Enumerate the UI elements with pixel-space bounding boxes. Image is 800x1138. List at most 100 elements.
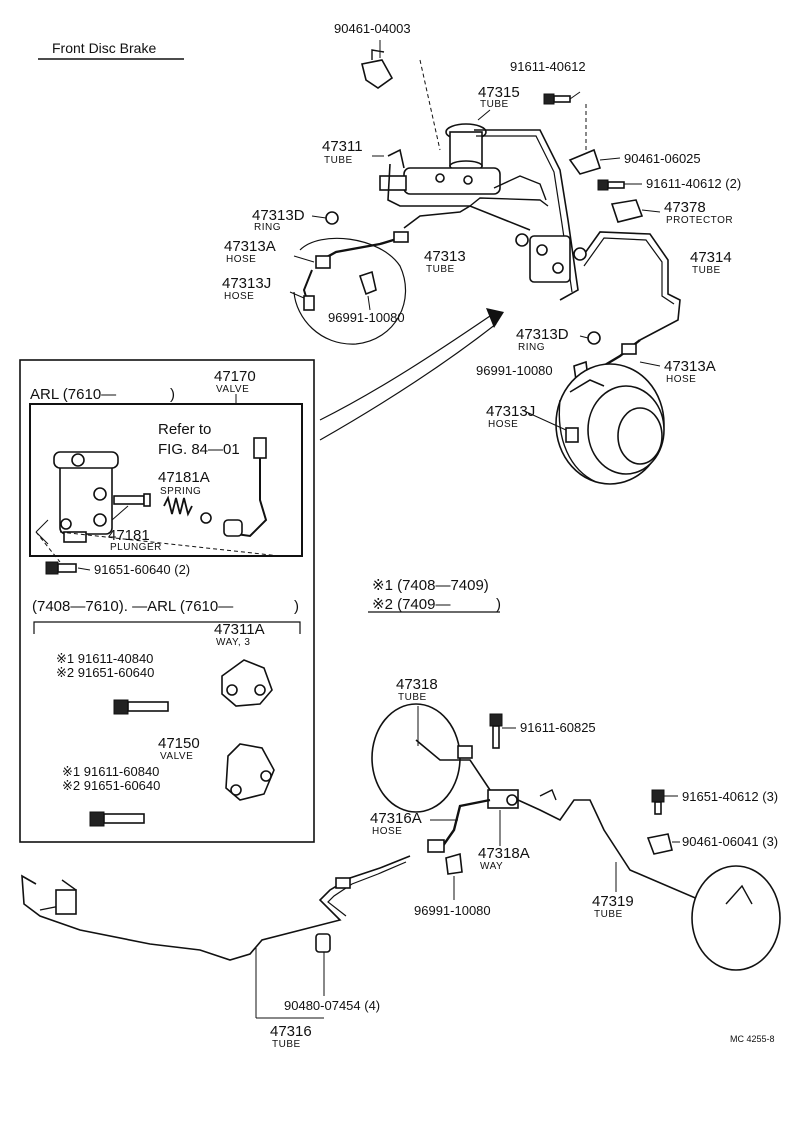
valve-47170 (53, 451, 119, 543)
sublabel-47316: TUBE (272, 1039, 301, 1050)
catalog-code: MC 4255-8 (730, 1034, 775, 1044)
arl-inner-frame (29, 403, 303, 557)
bolt-91611-40612 (543, 93, 571, 105)
label-96991-10080-rear: 96991-10080 (414, 903, 491, 918)
label-91611-40612-2: 91611-40612 (2) (646, 176, 741, 191)
sublabel-47313D-upper: RING (254, 222, 281, 233)
sublabel-47316A: HOSE (372, 826, 402, 837)
sublabel-47319: TUBE (594, 909, 623, 920)
label-91651-60640-2: 91651-60640 (2) (94, 562, 190, 577)
sublabel-47150: VALVE (160, 751, 193, 762)
sublabel-47313D-right: RING (518, 342, 545, 353)
sublabel-47378: PROTECTOR (666, 215, 733, 226)
way-47318A (487, 789, 519, 809)
arl-outer-frame (19, 359, 315, 843)
label-47316: 47316 (270, 1023, 312, 1040)
label-47319: 47319 (592, 893, 634, 910)
label-91651-40612-3: 91651-40612 (3) (682, 789, 778, 804)
label-47313J-left: 47313J (222, 275, 271, 292)
label-47316A: 47316A (370, 810, 422, 827)
label-arl-close: ) (170, 386, 175, 403)
clip-90461-06041 (646, 833, 673, 855)
hose-47313J-left (302, 269, 315, 311)
label-90480-07454-4: 90480-07454 (4) (284, 998, 380, 1013)
hose-47313A-left (315, 231, 409, 269)
label-96991-10080-left: 96991-10080 (328, 310, 405, 325)
range-bracket (33, 621, 301, 634)
rear-right-drum (691, 865, 781, 971)
label-m2-91651-60640: ※2 91651-60640 (56, 665, 154, 680)
label-47314: 47314 (690, 249, 732, 266)
clip-96991-10080-rear (445, 852, 463, 875)
label-47378: 47378 (664, 199, 706, 216)
proportioning-valve-upper (515, 233, 587, 283)
label-47181A: 47181A (158, 469, 210, 486)
label-47318: 47318 (396, 676, 438, 693)
sublabel-47181A: SPRING (160, 486, 201, 497)
label-90461-04003: 90461-04003 (334, 21, 411, 36)
way-47311A (221, 659, 273, 707)
label-47311: 47311 (322, 138, 363, 155)
label-m1-91611-40840: ※1 91611-40840 (56, 651, 153, 666)
label-47181: 47181 (108, 527, 150, 544)
right-disc-rotor (555, 363, 665, 485)
label-47313D-upper: 47313D (252, 207, 305, 224)
sublabel-47315: TUBE (480, 99, 509, 110)
label-arl: ARL (7610— (30, 386, 116, 403)
protector-47378 (610, 199, 644, 223)
clip-96991-10080-left (358, 270, 377, 296)
bolt-91611-40840 (113, 699, 169, 715)
plunger-47181 (113, 493, 151, 507)
label-refer-to: Refer to (158, 421, 211, 438)
label-47313: 47313 (424, 248, 466, 265)
sublabel-47311: TUBE (324, 155, 353, 166)
label-91611-40612: 91611-40612 (510, 59, 586, 74)
bolt-91611-60840 (89, 811, 145, 827)
bolt-91611-40612-x2 (597, 179, 625, 191)
washer (200, 512, 212, 524)
label-47313J-right: 47313J (486, 403, 535, 420)
sublabel-47313: TUBE (426, 264, 455, 275)
bolt-91651-40612 (651, 789, 665, 815)
master-cylinder-assembly (379, 123, 501, 195)
label-47315: 47315 (478, 84, 520, 101)
sublabel-47313J-left: HOSE (224, 291, 254, 302)
label-fig-ref: FIG. 84—01 (158, 441, 240, 458)
sublabel-47318A: WAY (480, 861, 503, 872)
sublabel-47313A-left: HOSE (226, 254, 256, 265)
ring-47313D-right (587, 331, 601, 345)
label-range-close: ) (294, 598, 299, 615)
sublabel-47311A: WAY, 3 (216, 637, 251, 648)
label-91611-60825: 91611-60825 (520, 720, 596, 735)
label-47313A-left: 47313A (224, 238, 276, 255)
label-47170: 47170 (214, 368, 256, 385)
bolt-91651-60640 (45, 561, 77, 575)
label-range: (7408—7610). —ARL (7610— (32, 598, 233, 615)
tube-47319 (517, 789, 740, 901)
note-2: ※2 (7409— (372, 596, 450, 613)
direction-arrow (319, 308, 504, 441)
tube-47316 (21, 855, 411, 961)
valve-47150 (225, 743, 275, 801)
tube-routing-upper (387, 129, 681, 341)
label-90461-06025: 90461-06025 (624, 151, 701, 166)
sublabel-47314: TUBE (692, 265, 721, 276)
note-1: ※1 (7408—7409) (372, 577, 489, 594)
spring-47181A (163, 495, 193, 517)
diagram-title: Front Disc Brake (52, 40, 156, 56)
label-m2-91651-60640b: ※2 91651-60640 (62, 778, 160, 793)
clip-90480-07454 (315, 933, 331, 953)
sublabel-47313A-right: HOSE (666, 374, 696, 385)
ring-47313D-upper (325, 211, 339, 225)
rear-left-drum (371, 703, 491, 813)
label-90461-06041-3: 90461-06041 (3) (682, 834, 778, 849)
sublabel-47313J-right: HOSE (488, 419, 518, 430)
hose-47316A (427, 798, 491, 853)
label-47313D-right: 47313D (516, 326, 569, 343)
arl-linkage (223, 437, 268, 538)
label-47318A: 47318A (478, 845, 530, 862)
clip-90461-06025 (568, 148, 602, 175)
label-47150: 47150 (158, 735, 200, 752)
sublabel-47181: PLUNGER (110, 542, 162, 553)
